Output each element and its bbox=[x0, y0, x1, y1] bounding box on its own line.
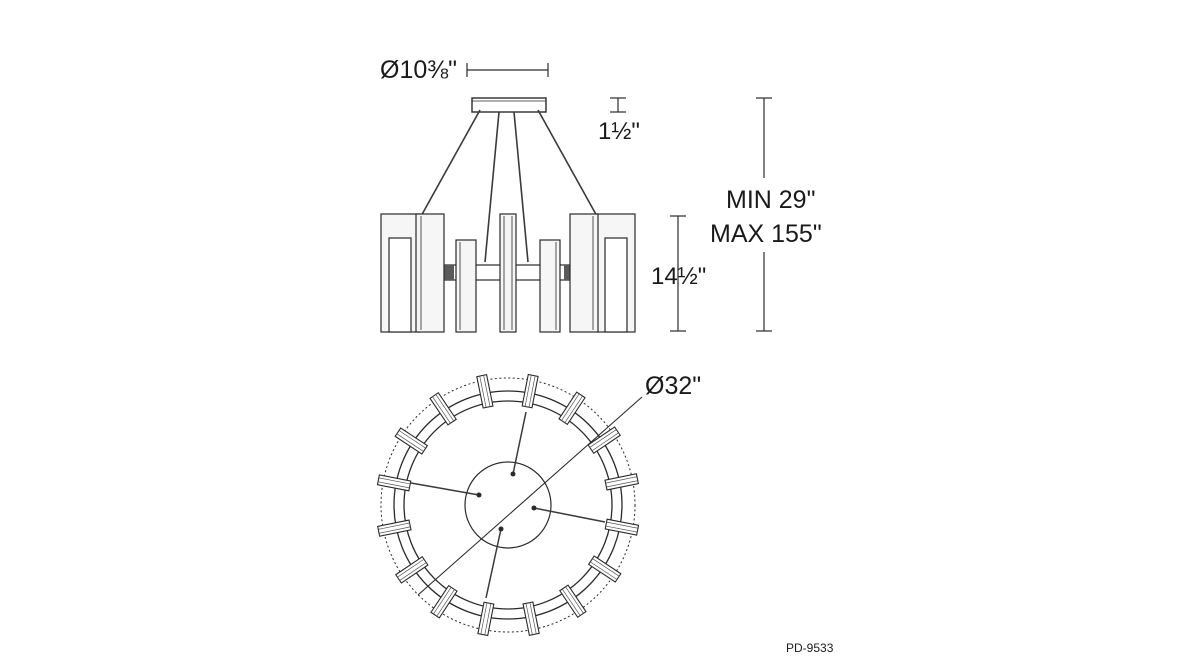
radial-panels bbox=[376, 373, 640, 637]
radial-panel bbox=[604, 473, 639, 491]
radial-panel bbox=[477, 601, 495, 637]
radial-panel bbox=[376, 474, 412, 492]
radial-panel bbox=[430, 584, 458, 619]
part-number-label: PD-9533 bbox=[786, 641, 834, 655]
canopy bbox=[471, 97, 547, 113]
canopy-diameter-dimension-line bbox=[466, 63, 549, 77]
ring-inner bbox=[403, 400, 613, 610]
overall-height-min-label: MIN 29" bbox=[726, 186, 816, 214]
side-view bbox=[380, 63, 772, 333]
cable-attach-points bbox=[476, 471, 537, 532]
top-view-cables bbox=[410, 411, 606, 599]
radial-panel bbox=[587, 426, 621, 454]
radial-panel bbox=[476, 374, 494, 409]
fixture-height-dimension-line bbox=[670, 215, 686, 332]
radial-panel bbox=[429, 392, 457, 426]
overall-height-dimension-line bbox=[756, 97, 772, 332]
radial-panel bbox=[559, 584, 587, 618]
ring-outer bbox=[393, 390, 623, 620]
canopy-diameter-label: Ø10⅜" bbox=[380, 56, 457, 84]
inner-panels bbox=[455, 213, 561, 333]
right-outer-panel bbox=[569, 213, 636, 333]
canopy-height-dimension-line bbox=[610, 97, 626, 113]
fixture-height-label: 14½" bbox=[651, 263, 707, 290]
radial-panel bbox=[587, 555, 622, 583]
outer-dotted-circle bbox=[380, 377, 636, 633]
diameter-line bbox=[417, 396, 643, 596]
radial-panel bbox=[521, 373, 539, 409]
left-outer-panel bbox=[380, 213, 445, 333]
fixture-diameter-label: Ø32" bbox=[645, 372, 702, 400]
top-view bbox=[376, 373, 643, 637]
radial-panel bbox=[558, 391, 586, 426]
radial-panel bbox=[395, 556, 429, 584]
radial-panel bbox=[377, 519, 412, 537]
suspension-cables bbox=[419, 109, 599, 263]
canopy-height-label: 1½" bbox=[598, 118, 640, 145]
radial-panel bbox=[394, 427, 429, 455]
overall-height-max-label: MAX 155" bbox=[710, 220, 822, 248]
radial-panel bbox=[522, 601, 540, 636]
radial-panel bbox=[604, 518, 640, 536]
center-canopy-circle bbox=[464, 461, 552, 549]
